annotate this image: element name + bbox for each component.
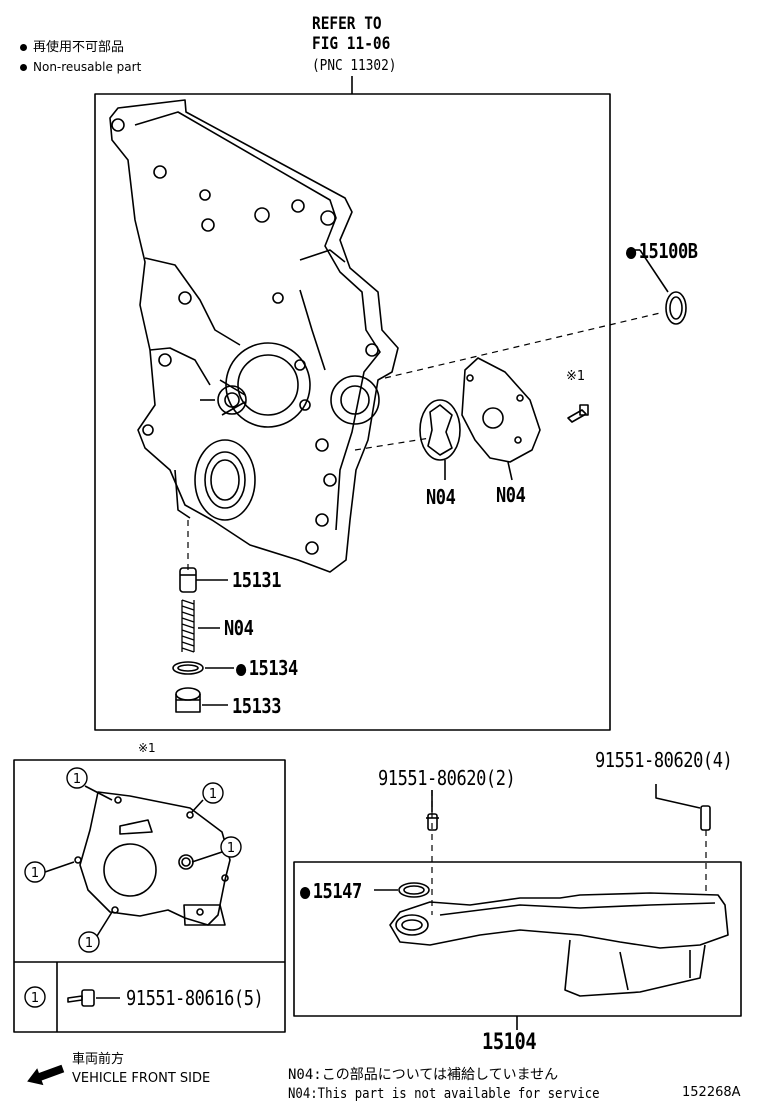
part-bolt-91551-80616: 91551-80616(5) <box>126 986 264 1010</box>
svg-text:1: 1 <box>31 991 39 1006</box>
vehicle-front-jp: 車両前方 <box>72 1052 125 1067</box>
main-frame <box>94 93 611 731</box>
detail-mark: ※1 <box>138 741 156 755</box>
svg-text:1: 1 <box>31 866 39 881</box>
non-reusable-dot-icon <box>20 44 27 51</box>
part-bolt-91551-80620-4: 91551-80620(4) <box>595 748 733 772</box>
part-15147: 15147 <box>300 881 362 901</box>
callout-number: 1 1 1 1 1 1 <box>31 772 235 1006</box>
note-jp: N04:この部品については補給していません <box>288 1067 559 1083</box>
part-n04-plate: N04 <box>496 483 526 507</box>
part-15133: 15133 <box>232 694 282 718</box>
vehicle-front-en: VEHICLE FRONT SIDE <box>72 1071 211 1086</box>
note-mark-1: ※1 <box>566 369 586 384</box>
svg-text:1: 1 <box>209 787 217 802</box>
non-reusable-dot-icon <box>236 663 247 676</box>
legend-jp: 再使用不可部品 <box>20 41 124 54</box>
non-reusable-dot-icon <box>626 246 637 259</box>
part-15134: 15134 <box>236 658 298 678</box>
svg-text:1: 1 <box>73 772 81 787</box>
oil-pump-cover-plate <box>461 357 541 481</box>
legend-en: Non-reusable part <box>20 61 141 73</box>
svg-text:1: 1 <box>85 936 93 951</box>
part-bolt-91551-80620-2: 91551-80620(2) <box>378 766 516 790</box>
vehicle-front-arrow-icon <box>27 1064 65 1086</box>
part-15104: 15104 <box>482 1030 537 1055</box>
illustration-code: 152268A <box>682 1085 741 1100</box>
oil-pump-rotor <box>419 399 461 480</box>
svg-text:1: 1 <box>227 841 235 856</box>
refer-line3: (PNC 11302) <box>312 56 397 74</box>
note-en: N04:This part is not available for servi… <box>288 1086 600 1102</box>
non-reusable-dot-icon <box>20 64 27 71</box>
part-n04-rotor: N04 <box>426 485 456 509</box>
refer-line2: FIG 11-06 <box>312 34 391 54</box>
part-n04-spring: N04 <box>224 616 254 640</box>
timing-chain-cover <box>109 99 399 573</box>
detail-oil-pump-plate <box>74 791 231 926</box>
non-reusable-dot-icon <box>300 886 311 899</box>
oil-strainer <box>389 892 729 997</box>
part-15100B: 15100B <box>626 241 698 261</box>
part-15131: 15131 <box>232 568 282 592</box>
refer-line1: REFER TO <box>312 14 382 34</box>
